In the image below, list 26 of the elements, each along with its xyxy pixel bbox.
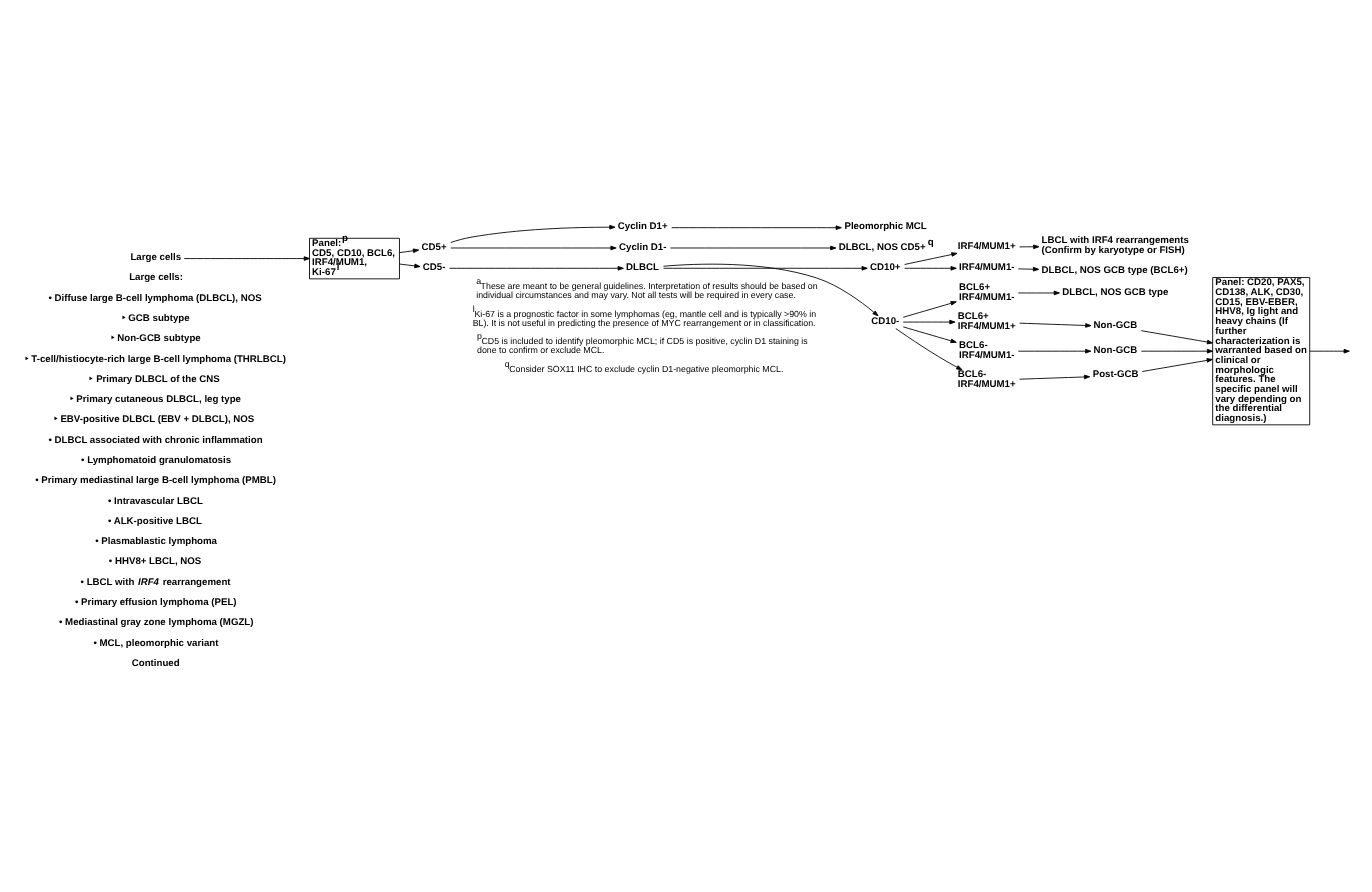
arrow xyxy=(671,225,842,230)
arrow xyxy=(449,266,624,271)
arrow xyxy=(1140,330,1214,345)
arrow xyxy=(663,263,879,317)
arrow xyxy=(663,266,868,271)
arrow xyxy=(1017,266,1040,272)
arrow xyxy=(399,263,421,269)
arrow xyxy=(1141,358,1213,372)
arrow xyxy=(399,248,420,254)
arrow xyxy=(1140,348,1214,354)
arrow xyxy=(450,245,617,251)
arrow xyxy=(902,326,957,344)
arrow xyxy=(450,224,616,243)
arrow xyxy=(1019,322,1092,328)
arrow xyxy=(1019,244,1040,250)
arrow xyxy=(895,328,963,371)
arrow xyxy=(904,252,958,265)
arrow xyxy=(904,266,957,271)
arrow xyxy=(1017,348,1092,354)
arrow xyxy=(183,256,310,261)
arrow xyxy=(1017,290,1060,296)
arrow xyxy=(902,301,957,318)
arrow xyxy=(670,245,837,251)
arrow xyxy=(1309,348,1350,354)
arrow xyxy=(902,319,956,325)
arrow xyxy=(1019,374,1091,380)
